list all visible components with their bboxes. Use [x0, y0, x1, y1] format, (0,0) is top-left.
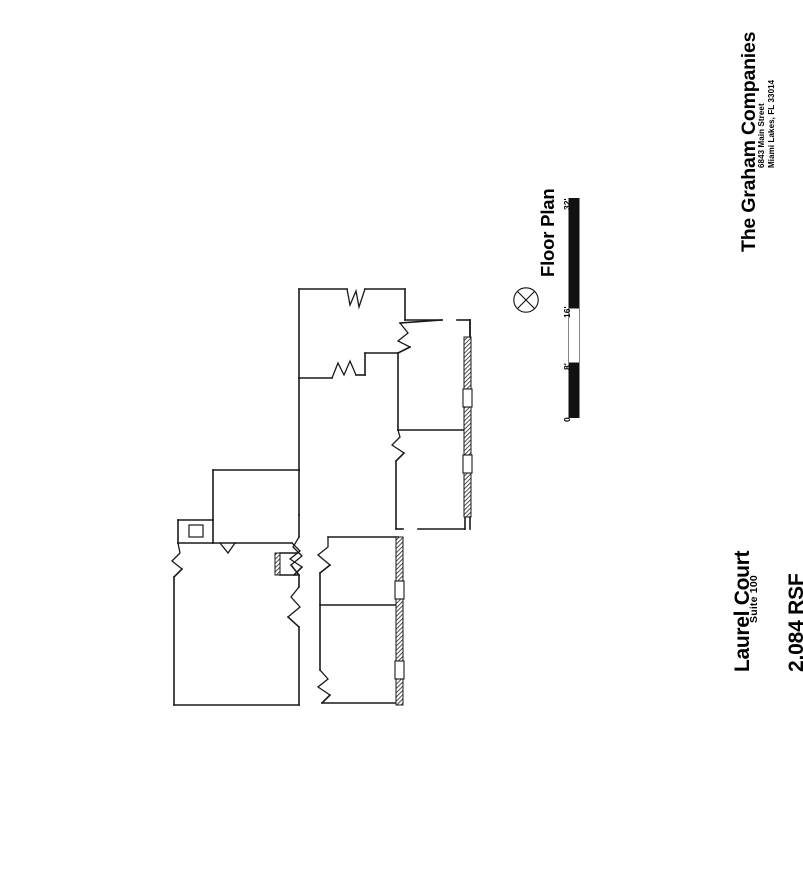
room-southwest-open [171, 542, 300, 706]
room-south-offices [316, 536, 401, 705]
window-east-1 [462, 388, 473, 408]
graphic-scale-bar: 0 8' 16' 32' [562, 197, 582, 422]
wall-corridor-spine [286, 377, 303, 706]
suite-label: Suite 100 [748, 575, 760, 623]
door-symbols [288, 542, 304, 577]
scale-tick-32: 32' [562, 198, 572, 210]
window-east-2 [462, 454, 473, 474]
rentable-area-value: 2,084 RSF [785, 573, 803, 672]
floor-plan-drawing [160, 275, 495, 720]
scale-tick-8: 8' [562, 363, 572, 370]
window-south-2 [394, 660, 405, 680]
room-northeast-office [364, 319, 471, 431]
company-address-line2: Miami Lakes, FL 33014 [767, 79, 776, 168]
window-south-1 [394, 580, 405, 600]
exterior-wall-southeast [394, 536, 405, 706]
room-north [298, 288, 406, 379]
room-service-closet [274, 552, 299, 576]
exterior-wall-east [462, 319, 473, 530]
company-address-line1: 6843 Main Street [757, 103, 766, 168]
room-center [177, 469, 300, 555]
north-compass-icon [512, 286, 540, 314]
scale-tick-16: 16' [562, 306, 572, 318]
scale-tick-0: 0 [562, 417, 572, 422]
plan-title-label: Floor Plan [537, 188, 558, 277]
alcove-fixture [188, 524, 204, 538]
room-east-office [390, 429, 466, 530]
